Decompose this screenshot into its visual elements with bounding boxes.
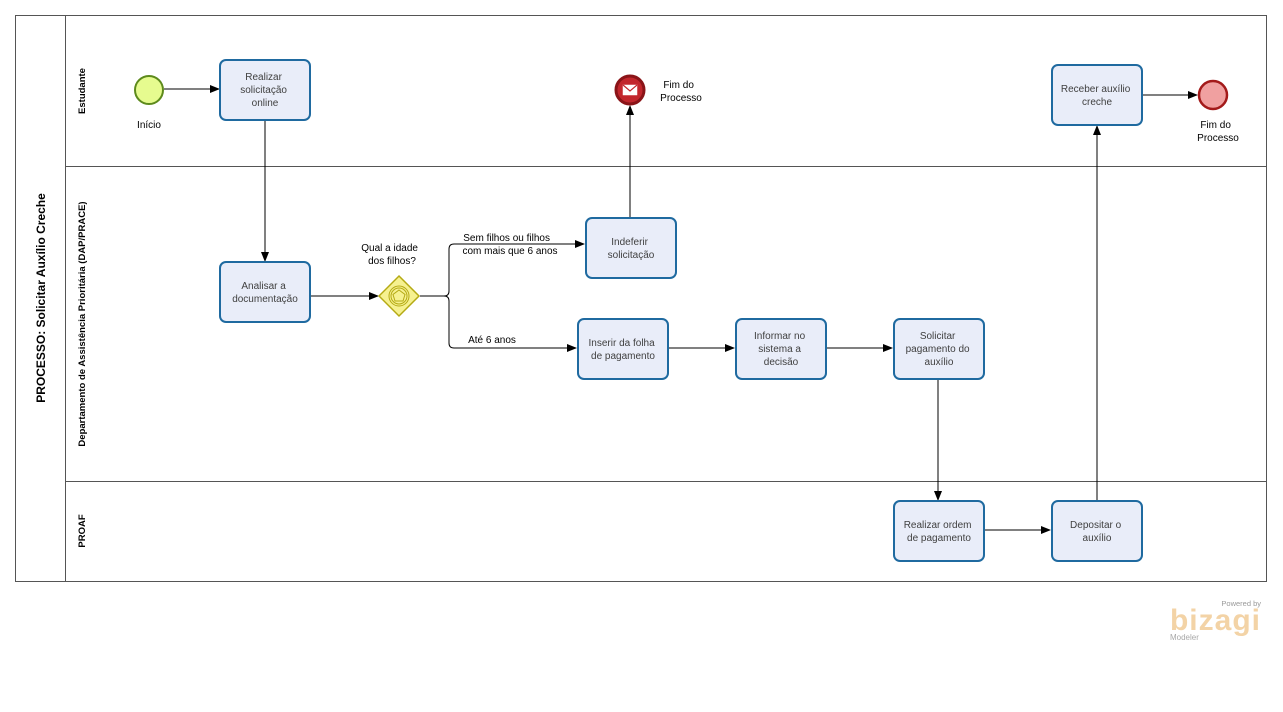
message-end-event[interactable] — [614, 74, 646, 106]
flow-label-ate-6-anos: Até 6 anos — [468, 335, 516, 346]
task-label: Solicitar pagamento do auxílio — [906, 331, 973, 368]
task-label: Analisar a documentação — [232, 281, 298, 305]
start-event-circle[interactable] — [134, 75, 164, 105]
pool-title: PROCESSO: Solicitar Auxílio Creche — [34, 193, 48, 403]
task-label: Depositar o auxílio — [1070, 520, 1124, 544]
start-event-label: Início — [137, 120, 161, 131]
end-event[interactable] — [1197, 79, 1229, 111]
task-indeferir-solicitacao[interactable]: Indeferir solicitação — [585, 217, 677, 279]
message-end-event-label: Fim do Processo — [660, 80, 702, 104]
event-based-gateway-icon — [388, 285, 410, 307]
task-label: Inserir da folha de pagamento — [589, 338, 658, 362]
powered-by-text: Powered by — [1221, 599, 1261, 608]
bizagi-logo: Powered by bizagi Modeler — [1170, 599, 1261, 642]
task-realizar-solicitacao[interactable]: Realizar solicitação online — [219, 59, 311, 121]
task-receber-auxilio[interactable]: Receber auxílio creche — [1051, 64, 1143, 126]
flow-gateway-to-inserir[interactable] — [420, 295, 577, 352]
task-solicitar-pagamento[interactable]: Solicitar pagamento do auxílio — [893, 318, 985, 380]
gateway-idade-filhos[interactable] — [377, 274, 421, 318]
brand-name: bizagi — [1169, 604, 1261, 637]
envelope-icon — [622, 84, 638, 96]
flow-gateway-to-indeferir[interactable] — [420, 240, 585, 297]
task-inserir-folha[interactable]: Inserir da folha de pagamento — [577, 318, 669, 380]
end-event-label: Fim do Processo — [1197, 120, 1239, 144]
pentagon-icon — [392, 289, 406, 302]
lane-title-estudante: Estudante — [77, 68, 88, 114]
task-informar-sistema[interactable]: Informar no sistema a decisão — [735, 318, 827, 380]
task-depositar-auxilio[interactable]: Depositar o auxílio — [1051, 500, 1143, 562]
end-event-circle[interactable] — [1197, 79, 1229, 111]
pool-border — [15, 15, 1267, 582]
task-label: Indeferir solicitação — [608, 237, 655, 261]
pool: PROCESSO: Solicitar Auxílio Creche Estud… — [15, 15, 1267, 582]
start-event[interactable] — [134, 75, 164, 105]
flow-label-sem-filhos: Sem filhos ou filhos com mais que 6 anos — [462, 233, 557, 257]
sequence-flows — [164, 85, 1198, 534]
lane-title-proaf: PROAF — [77, 514, 88, 547]
task-label: Realizar solicitação online — [240, 72, 289, 109]
task-label: Receber auxílio creche — [1061, 84, 1133, 108]
task-label: Realizar ordem de pagamento — [904, 520, 975, 544]
task-label: Informar no sistema a decisão — [754, 331, 808, 368]
gateway-question-label: Qual a idade dos filhos? — [361, 243, 421, 267]
lane-title-dap: Departamento de Assistência Prioritária … — [77, 201, 88, 446]
task-realizar-ordem[interactable]: Realizar ordem de pagamento — [893, 500, 985, 562]
product-name: Modeler — [1169, 633, 1199, 642]
task-analisar-documentacao[interactable]: Analisar a documentação — [219, 261, 311, 323]
